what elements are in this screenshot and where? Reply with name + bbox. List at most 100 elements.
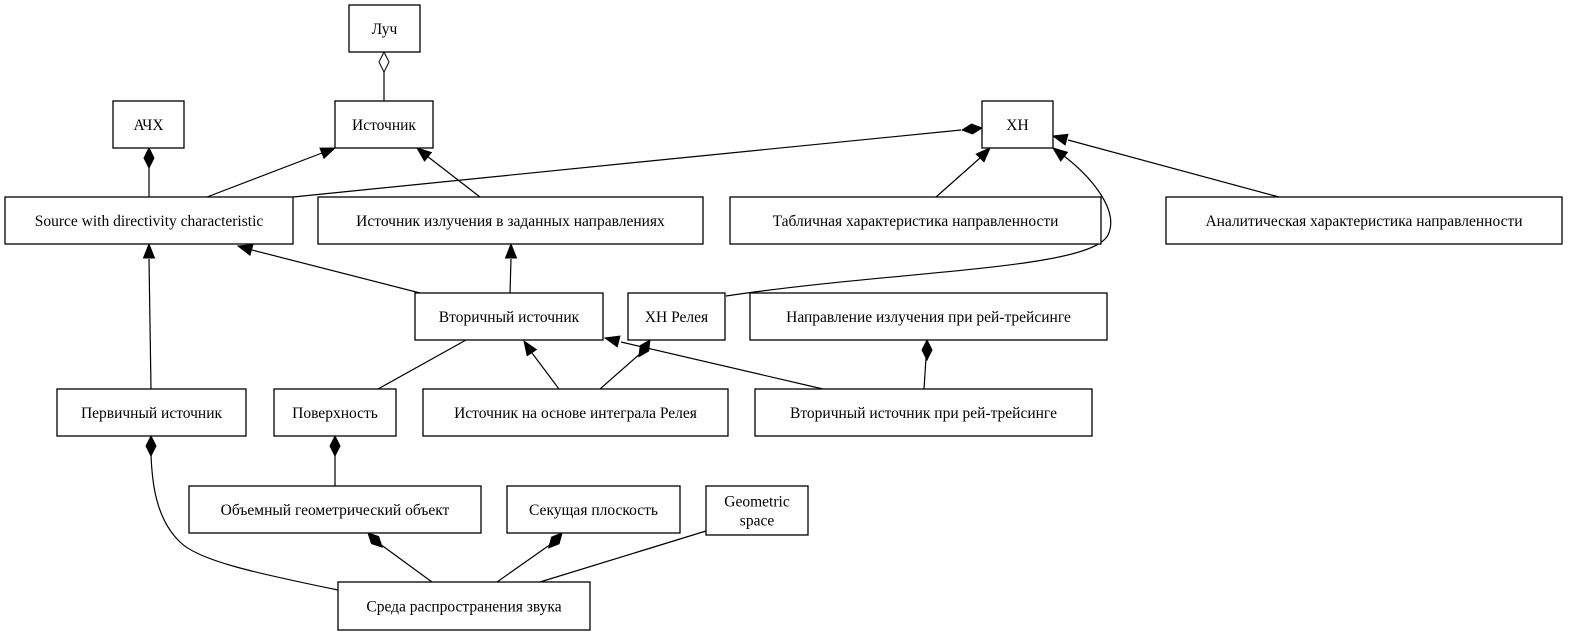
edge-obj-geom-to-poverh [329, 434, 341, 486]
class-node-napr-rt: Направление излучения при рей-трейсинге [749, 292, 1108, 341]
node-label: АЧХ [133, 117, 163, 134]
node-label: Секущая плоскость [529, 502, 658, 519]
class-node-geom-space: Geometric space [705, 485, 809, 536]
node-box [749, 292, 1108, 341]
inheritance-arrowhead [415, 147, 433, 162]
class-node-perv-ist: Первичный источник [56, 388, 247, 437]
node-box [1165, 196, 1563, 245]
node-label: Вторичный источник при рей-трейсинге [790, 405, 1057, 422]
aggregation-diamond [378, 50, 390, 74]
edge-tab-har-to-xn [935, 147, 991, 198]
node-label: Луч [372, 21, 398, 38]
edge-sreda-to-obj-geom [367, 532, 433, 583]
node-label: Источник на основе интеграла Релея [454, 405, 697, 422]
inheritance-arrowhead [523, 339, 538, 357]
inheritance-arrowhead [319, 147, 337, 160]
edge-ist-nap-to-istochnik [415, 147, 481, 198]
edge-line [496, 543, 552, 583]
edge-line [148, 258, 152, 390]
composition-diamond [638, 339, 651, 358]
edge-ist-int-to-xn-releya [599, 339, 651, 390]
class-node-xn: ХН [981, 100, 1054, 149]
node-label: Среда распространения звука [366, 599, 561, 616]
node-label: Аналитическая характеристика направленно… [1205, 213, 1522, 230]
node-label: Источник [352, 117, 416, 134]
node-box [334, 100, 434, 149]
node-box [414, 292, 604, 341]
edge-sreda-to-sek-pl [496, 532, 563, 583]
edge-luch-to-istochnik [378, 50, 390, 101]
edge-line [539, 530, 707, 583]
composition-diamond [143, 146, 155, 170]
node-label: Вторичный источник [439, 309, 580, 326]
inheritance-arrowhead [236, 243, 254, 256]
edge-source-dir-to-xn [292, 123, 984, 198]
node-label: Первичный источник [81, 405, 223, 422]
edge-line [379, 543, 433, 583]
node-box [56, 388, 247, 437]
edge-source-dir-to-ach [143, 146, 155, 197]
composition-diamond [921, 338, 933, 362]
node-box [188, 485, 482, 534]
composition-diamond [145, 434, 157, 458]
composition-diamond [329, 434, 341, 458]
node-box [422, 388, 729, 437]
inheritance-arrowhead [1051, 147, 1069, 162]
node-label: space [740, 513, 775, 530]
edges-layer [142, 50, 1280, 591]
class-node-poverh: Поверхность [273, 388, 397, 437]
node-label: Источник излучения в заданных направлени… [356, 213, 665, 230]
node-label: Табличная характеристика направленности [773, 213, 1059, 230]
edge-line [377, 339, 467, 390]
node-label: ХН Релея [645, 309, 708, 326]
node-box [705, 485, 809, 536]
edge-line [1067, 139, 1280, 198]
edge-line [426, 155, 481, 198]
edge-sreda-to-perv-ist [145, 434, 339, 591]
edge-line [292, 129, 962, 198]
node-box [981, 100, 1054, 149]
class-node-obj-geom: Объемный геометрический объект [188, 485, 482, 534]
edge-vtor-ist-to-source-dir [236, 243, 421, 294]
edge-line [620, 341, 824, 390]
node-box [112, 100, 185, 149]
class-node-ist-int: Источник на основе интеграла Релея [422, 388, 729, 437]
edge-line [150, 454, 339, 591]
node-box [348, 4, 421, 53]
edge-line [599, 351, 643, 390]
edge-line [935, 157, 981, 198]
node-label: Направление излучения при рей-трейсинге [786, 309, 1071, 326]
node-box [729, 196, 1102, 245]
node-label: Поверхность [292, 405, 378, 422]
node-label: Geometric [724, 494, 790, 511]
edge-line [531, 352, 560, 390]
composition-diamond [367, 532, 383, 548]
node-box [506, 485, 681, 534]
class-node-vtor-ist: Вторичный источник [414, 292, 604, 341]
node-box [317, 196, 704, 245]
class-node-vtor-rt: Вторичный источник при рей-трейсинге [754, 388, 1093, 437]
class-node-tab-har: Табличная характеристика направленности [729, 196, 1102, 245]
edge-line [206, 152, 323, 198]
class-node-xn-releya: ХН Релея [627, 292, 726, 341]
class-node-sreda: Среда распространения звука [337, 581, 591, 631]
node-box [337, 581, 591, 631]
class-node-anal-har: Аналитическая характеристика направленно… [1165, 196, 1563, 245]
class-node-istochnik: Источник [334, 100, 434, 149]
class-node-source-dir: Source with directivity characteristic [4, 196, 294, 245]
edge-line [725, 152, 1112, 297]
inheritance-arrowhead [504, 242, 518, 259]
class-node-ist-nap: Источник излучения в заданных направлени… [317, 196, 704, 245]
edge-xn-releya-to-xn [725, 147, 1112, 297]
edge-perv-ist-to-source-dir [142, 242, 156, 390]
inheritance-arrowhead [975, 147, 991, 163]
inheritance-arrowhead [603, 335, 621, 348]
edge-sreda-to-geom-space [539, 530, 707, 583]
edge-anal-har-to-xn [1051, 133, 1280, 198]
composition-diamond [547, 532, 563, 549]
class-node-sek-pl: Секущая плоскость [506, 485, 681, 534]
node-label: Объемный геометрический объект [221, 502, 450, 519]
edge-line [251, 249, 421, 294]
